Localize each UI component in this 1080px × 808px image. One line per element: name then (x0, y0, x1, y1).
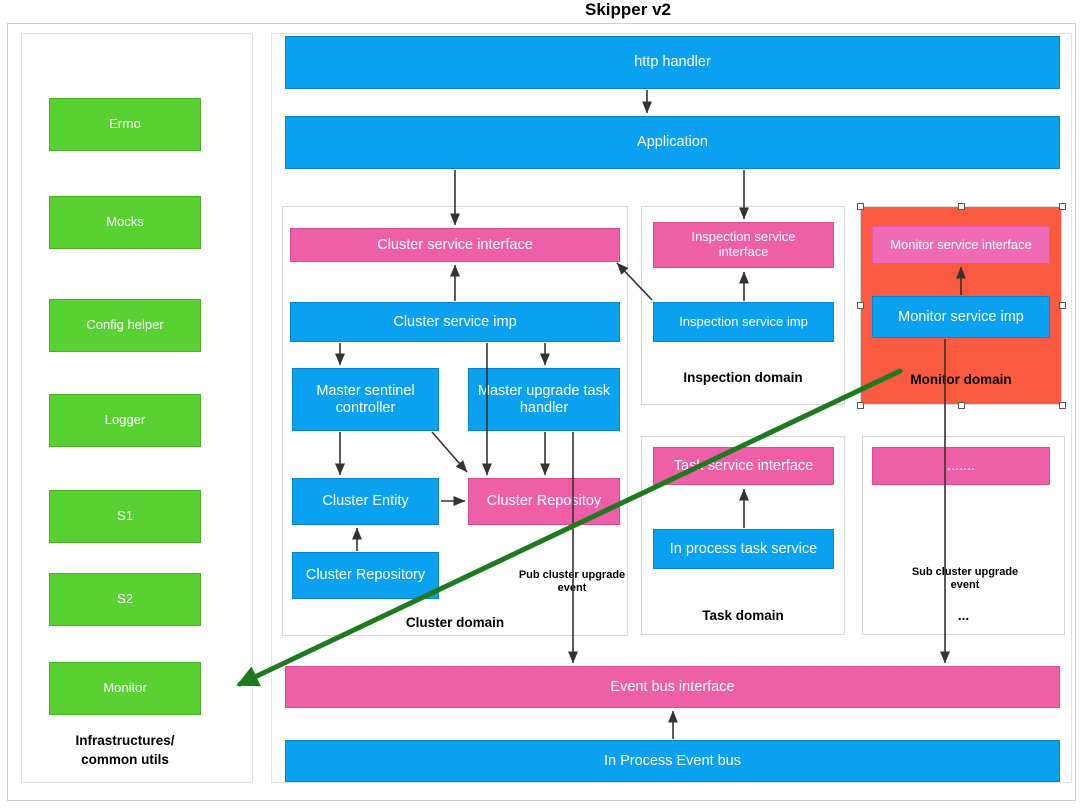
sidebar-item-label: Config helper (86, 317, 164, 333)
selection-handle-bottom-left[interactable] (857, 402, 864, 409)
node-cluster-service-interface[interactable]: Cluster service interface (290, 228, 620, 262)
node-in-process-event-bus[interactable]: In Process Event bus (285, 740, 1060, 782)
node-cluster-repository-interface[interactable]: Cluster Repositoy (468, 478, 620, 525)
sidebar-item-errno[interactable]: Errno (49, 98, 201, 151)
selection-handle-top-left[interactable] (857, 203, 864, 210)
sidebar-item-s2[interactable]: S2 (49, 573, 201, 626)
node-label: Cluster Entity (322, 493, 409, 510)
domain-inspection-caption: Inspection domain (683, 370, 803, 385)
node-label: ....... (946, 457, 976, 474)
node-in-process-task-service[interactable]: In process task service (653, 529, 834, 569)
sidebar-item-config-helper[interactable]: Config helper (49, 299, 201, 352)
sidebar-item-label: Errno (109, 116, 141, 132)
node-label: Event bus interface (610, 678, 735, 695)
node-label: Cluster Repositoy (486, 493, 602, 510)
node-inspection-service-interface[interactable]: Inspection service interface (653, 222, 834, 268)
node-monitor-service-interface[interactable]: Monitor service interface (872, 226, 1050, 264)
node-label: Cluster service imp (393, 313, 517, 330)
node-label: Inspection service imp (679, 313, 808, 329)
domain-task-caption: Task domain (702, 608, 784, 623)
node-cluster-entity[interactable]: Cluster Entity (292, 478, 439, 525)
sidebar-item-label: Mocks (106, 214, 144, 230)
sidebar-item-label: S1 (117, 508, 133, 524)
node-label: http handler (634, 54, 711, 71)
node-label: In process task service (669, 540, 818, 557)
selection-handle-top-right[interactable] (1059, 203, 1066, 210)
node-application[interactable]: Application (285, 116, 1060, 169)
infrastructure-caption-line1: Infrastructures/ (75, 733, 175, 748)
node-label-line2: interface (718, 244, 769, 259)
node-label: Application (637, 134, 708, 151)
sidebar-item-mocks[interactable]: Mocks (49, 196, 201, 249)
domain-cluster-caption: Cluster domain (405, 615, 505, 630)
node-other-placeholder[interactable]: ....... (872, 447, 1050, 485)
node-label: Monitor service imp (898, 308, 1024, 325)
node-label: Cluster Repository (305, 567, 426, 584)
edge-label-pub-cluster-upgrade-line1: Pub cluster upgrade (518, 569, 626, 581)
node-label: Task service interface (673, 457, 814, 474)
node-cluster-repository[interactable]: Cluster Repository (292, 552, 439, 599)
edge-label-sub-cluster-upgrade-line2: event (950, 579, 980, 591)
node-label: Monitor service interface (890, 236, 1032, 252)
node-master-sentinel-controller[interactable]: Master sentinel controller (292, 368, 439, 431)
domain-monitor-caption: Monitor domain (910, 372, 1012, 387)
sidebar-item-label: Monitor (103, 680, 147, 696)
sidebar-item-s1[interactable]: S1 (49, 490, 201, 543)
selection-handle-middle-left[interactable] (857, 302, 864, 309)
selection-handle-top-center[interactable] (958, 203, 965, 210)
node-http-handler[interactable]: http handler (285, 36, 1060, 89)
edge-label-pub-cluster-upgrade-line2: event (557, 582, 587, 594)
node-label: Master sentinel controller (316, 382, 415, 416)
sidebar-item-logger[interactable]: Logger (49, 394, 201, 447)
node-cluster-service-imp[interactable]: Cluster service imp (290, 302, 620, 342)
node-label: Cluster service interface (377, 236, 533, 253)
selection-handle-middle-right[interactable] (1059, 302, 1066, 309)
node-master-upgrade-task-handler[interactable]: Master upgrade task handler (468, 368, 620, 431)
selection-handle-bottom-right[interactable] (1059, 402, 1066, 409)
page-title: Skipper v2 (585, 0, 671, 19)
node-task-service-interface[interactable]: Task service interface (653, 447, 834, 485)
node-label: In Process Event bus (603, 752, 741, 769)
sidebar-item-label: Logger (104, 412, 146, 428)
node-monitor-service-imp[interactable]: Monitor service imp (872, 296, 1050, 338)
node-event-bus-interface[interactable]: Event bus interface (285, 666, 1060, 708)
selection-handle-bottom-center[interactable] (958, 402, 965, 409)
infrastructure-caption-line2: common utils (81, 752, 169, 767)
sidebar-item-monitor[interactable]: Monitor (49, 662, 201, 715)
node-label: Master upgrade task handler (477, 382, 611, 416)
sidebar-item-label: S2 (117, 591, 133, 607)
node-inspection-service-imp[interactable]: Inspection service imp (653, 302, 834, 342)
domain-other-caption: ... (957, 608, 970, 623)
node-label-line1: Inspection service (691, 229, 796, 245)
edge-label-sub-cluster-upgrade-line1: Sub cluster upgrade (911, 566, 1019, 578)
